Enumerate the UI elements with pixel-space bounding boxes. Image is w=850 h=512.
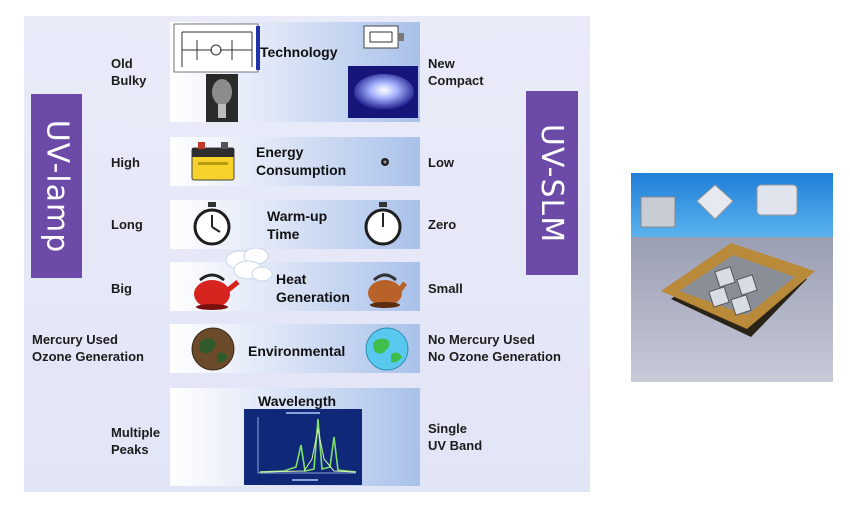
- uv-led-module-photo: [631, 173, 833, 382]
- environmental-right-text: No Mercury Used No Ozone Generation: [428, 332, 561, 364]
- energy-right-text: Low: [428, 155, 454, 170]
- small-circuit-icon: [363, 25, 404, 49]
- wavelength-right-text: Single UV Band: [428, 421, 483, 453]
- uv-lamp-label: UV-lamp: [31, 94, 82, 278]
- small-dot-icon: [381, 158, 389, 166]
- environmental-title: Environmental: [248, 343, 346, 359]
- heat-left-text: Big: [111, 281, 132, 296]
- brown-globe-icon: [191, 327, 235, 371]
- warmup-left-text: Long: [111, 217, 143, 232]
- warmup-title: Warm-up Time: [267, 208, 328, 242]
- environmental-left-text: Mercury Used Ozone Generation: [32, 332, 144, 364]
- heat-right-text: Small: [428, 281, 463, 296]
- wavelength-left-text: Multiple Peaks: [111, 425, 161, 457]
- stopwatch-icon-right: [364, 202, 402, 246]
- heat-title: Heat Generation: [276, 271, 350, 305]
- compact-uv-module-icon: [348, 66, 418, 118]
- circuit-and-lamp-icon: [173, 23, 260, 122]
- warmup-right-text: Zero: [428, 217, 457, 232]
- spectrum-plot-icon: [244, 409, 362, 485]
- energy-title: Energy Consumption: [256, 144, 347, 178]
- brown-kettle-icon: [368, 273, 408, 308]
- stopwatch-icon: [193, 202, 231, 246]
- battery-icon: [191, 142, 235, 181]
- wavelength-title: Wavelength: [258, 393, 337, 409]
- technology-right-text: New Compact: [428, 56, 484, 88]
- red-kettle-steam-icon: [194, 247, 273, 310]
- energy-left-text: High: [111, 155, 140, 170]
- technology-left-text: Old Bulky: [111, 56, 147, 88]
- technology-title: Technology: [260, 44, 338, 60]
- green-globe-icon: [365, 327, 409, 371]
- uv-slm-label: UV-SLM: [526, 91, 578, 275]
